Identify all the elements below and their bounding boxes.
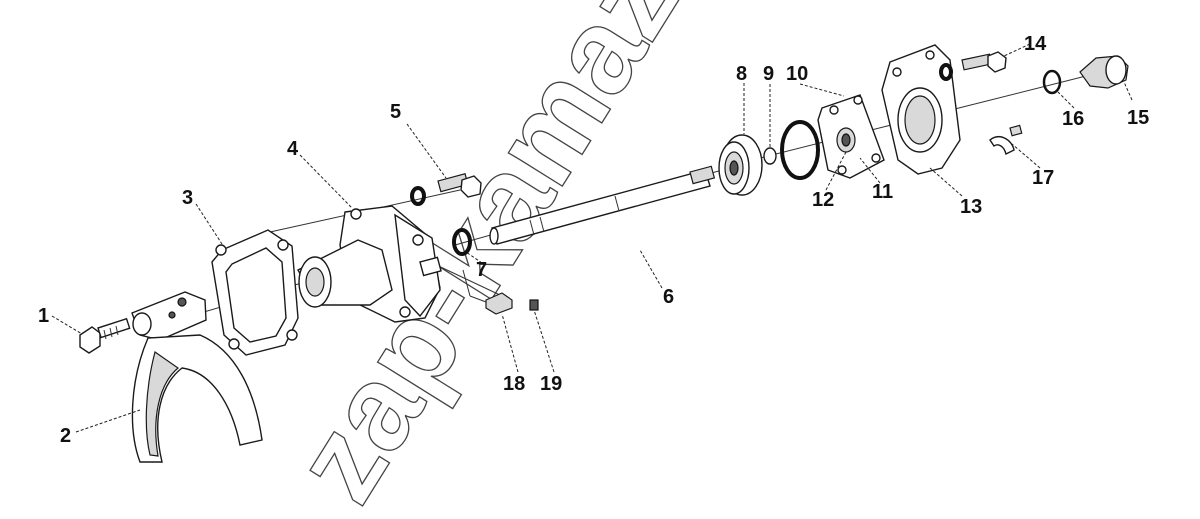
part-16-o-ring — [1042, 69, 1062, 95]
callout-12: 12 — [812, 189, 834, 211]
callout-4: 4 — [287, 138, 299, 160]
callout-5: 5 — [390, 101, 401, 123]
callout-labels: 1 2 3 4 5 6 7 8 9 10 11 12 13 14 15 16 1… — [38, 33, 1149, 447]
callout-18: 18 — [503, 373, 525, 395]
part-19-plug — [529, 299, 539, 311]
part-8-hub — [718, 134, 763, 196]
part-18-sensor — [462, 269, 513, 315]
leader-lines — [51, 43, 1133, 433]
part-2-shift-fork — [131, 291, 263, 463]
callout-9: 9 — [763, 63, 774, 85]
part-6-shaft — [489, 165, 716, 245]
callout-14: 14 — [1024, 33, 1047, 55]
callout-3: 3 — [182, 187, 193, 209]
part-1-bolt — [79, 317, 131, 354]
callout-1: 1 — [38, 305, 49, 327]
callout-6: 6 — [663, 286, 674, 308]
callout-13: 13 — [960, 196, 982, 218]
part-7-o-ring — [452, 228, 472, 256]
part-17-elbow — [989, 124, 1023, 156]
part-10-o-ring — [780, 120, 820, 180]
callout-16: 16 — [1062, 108, 1084, 130]
part-14-bolt — [939, 51, 1007, 81]
part-4-housing — [297, 205, 442, 323]
callout-17: 17 — [1032, 167, 1054, 189]
part-15-fitting — [1079, 55, 1129, 89]
part-5-bolt — [410, 173, 482, 206]
part-3-gasket — [211, 229, 299, 356]
part-9-ring — [763, 147, 777, 165]
callout-7: 7 — [476, 259, 487, 281]
callout-19: 19 — [540, 373, 562, 395]
callout-15: 15 — [1127, 107, 1149, 129]
part-12-seal — [836, 127, 856, 153]
callout-2: 2 — [60, 425, 71, 447]
callout-10: 10 — [786, 63, 808, 85]
callout-8: 8 — [736, 63, 747, 85]
callout-11: 11 — [872, 181, 893, 203]
